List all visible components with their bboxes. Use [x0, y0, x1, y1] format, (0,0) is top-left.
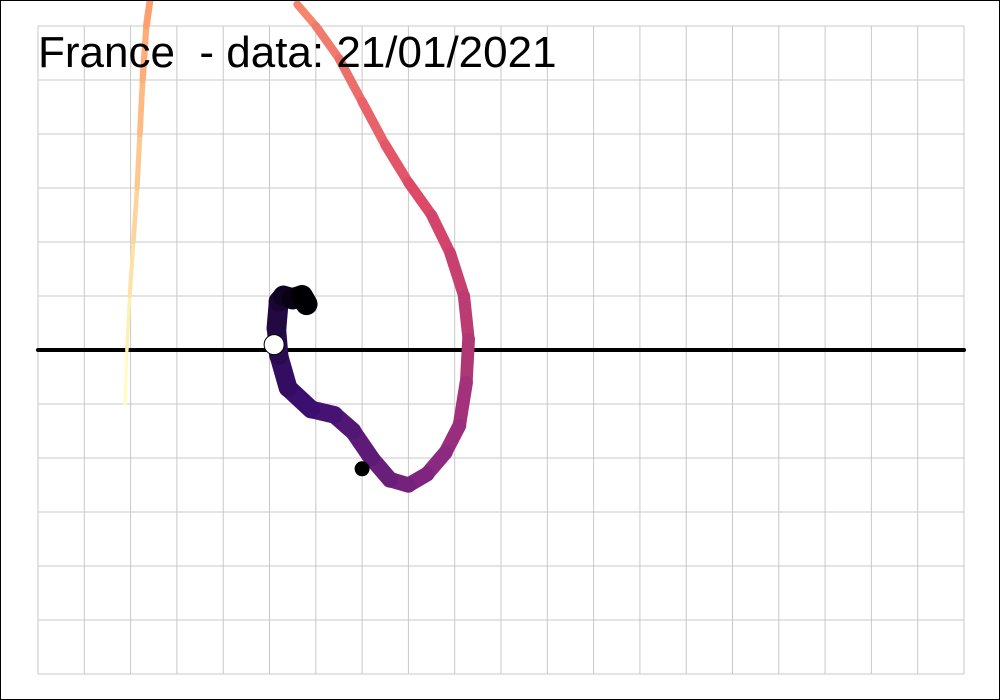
trajectory-segment — [290, 285, 318, 316]
trajectory-segment — [425, 209, 456, 259]
trajectory-segment — [142, 1, 154, 30]
trajectory-segment — [311, 21, 344, 63]
trajectory-segment — [123, 348, 129, 406]
trajectory-segment — [137, 77, 146, 137]
trajectory-segment — [334, 53, 367, 107]
trajectory-segment — [380, 139, 414, 188]
trajectory-segment — [127, 239, 136, 299]
trajectory-segment — [357, 96, 391, 150]
chart-title: France - data: 21/01/2021 — [38, 28, 557, 77]
trajectory-segment — [403, 177, 437, 221]
trajectory-segment — [444, 246, 470, 302]
marker-layer — [263, 334, 370, 477]
trajectory-segment — [459, 332, 475, 389]
current-point-marker — [263, 334, 285, 356]
trajectory-segment — [125, 294, 132, 352]
trajectory-segment — [293, 1, 320, 30]
trajectory-segment — [139, 22, 150, 84]
trajectory-segment — [452, 375, 473, 433]
trajectory-segment — [134, 131, 143, 191]
reference-point-marker — [354, 461, 370, 477]
trajectory-segment — [131, 185, 140, 245]
trajectory-segment — [457, 289, 475, 346]
